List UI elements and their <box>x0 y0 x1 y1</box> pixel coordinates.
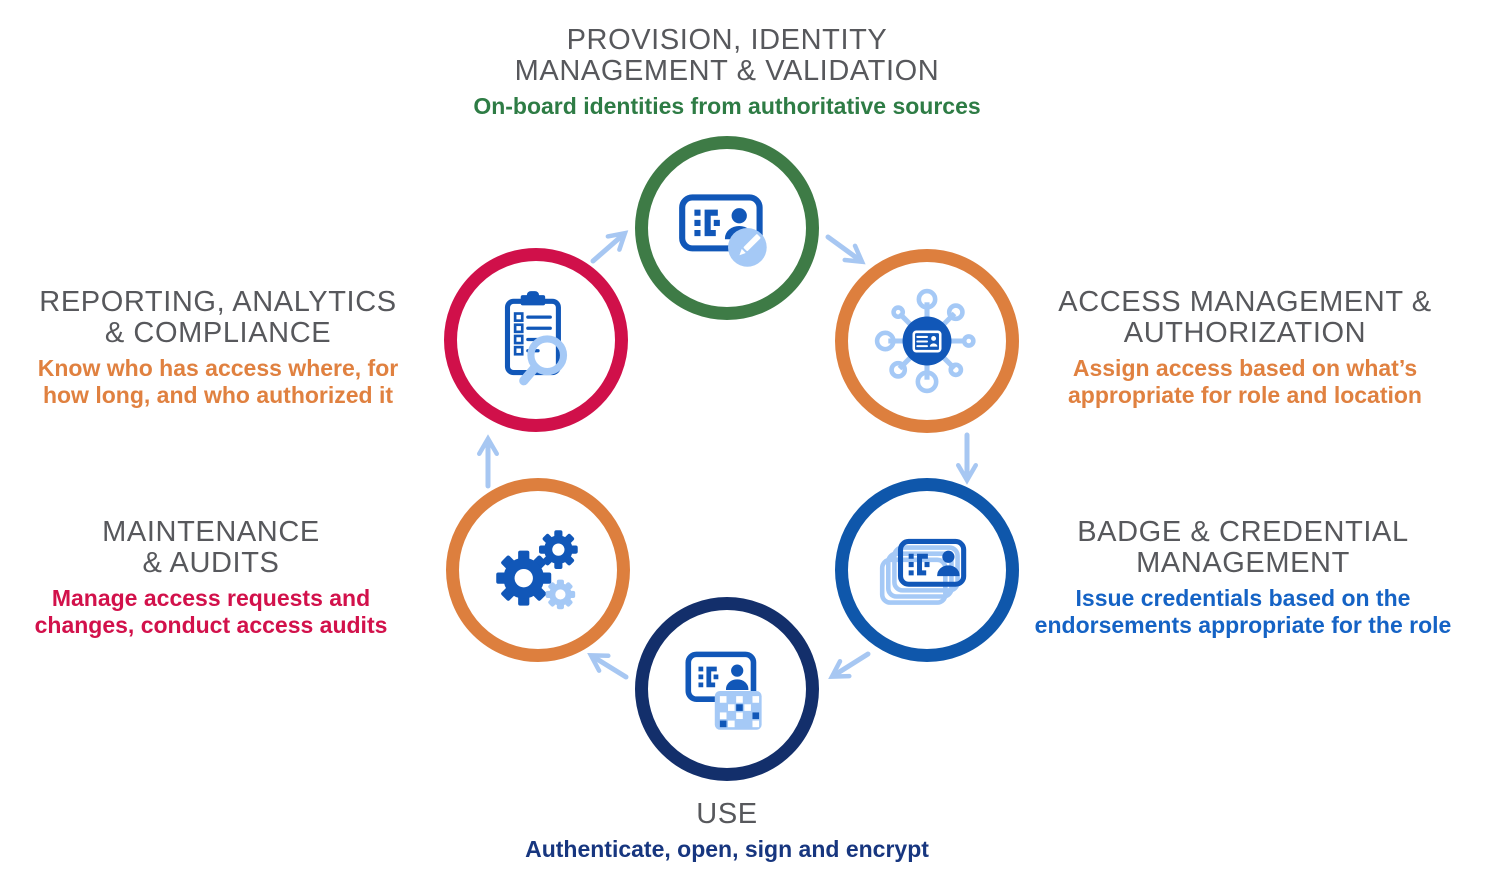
badge-label: BADGE & CREDENTIAL MANAGEMENT Issue cred… <box>1035 517 1452 639</box>
arrow-reporting-to-provision <box>590 230 629 264</box>
id-card-edit-icon <box>679 194 767 267</box>
access-label: ACCESS MANAGEMENT & AUTHORIZATION Assign… <box>1058 287 1431 409</box>
access-subtitle-line2: appropriate for role and location <box>1068 382 1422 408</box>
badge-subtitle-line1: Issue credentials based on the <box>1075 585 1411 611</box>
provision-circle <box>635 136 819 320</box>
maintenance-subtitle-line1: Manage access requests and <box>51 585 371 611</box>
maintenance-circle <box>446 478 630 662</box>
access-title-line1: ACCESS MANAGEMENT & <box>1058 286 1432 318</box>
maintenance-subtitle-line2: changes, conduct access audits <box>34 612 388 638</box>
badge-subtitle-line2: endorsements appropriate for the role <box>1034 612 1452 638</box>
arrow-provision-to-access <box>825 234 866 265</box>
provision-subtitle: On-board identities from authoritative s… <box>473 93 981 119</box>
maintenance-label: MAINTENANCE & AUDITS Manage access reque… <box>35 517 388 639</box>
badge-circle <box>835 478 1019 662</box>
gears-icon <box>496 530 578 610</box>
use-title: USE <box>696 798 758 830</box>
provision-title-line2: MANAGEMENT & VALIDATION <box>514 55 940 87</box>
reporting-title-line1: REPORTING, ANALYTICS <box>39 286 397 318</box>
access-title-line2: AUTHORIZATION <box>1123 317 1367 349</box>
access-circle <box>835 249 1019 433</box>
use-label: USE Authenticate, open, sign and encrypt <box>525 799 929 863</box>
card-stack-icon <box>879 538 967 605</box>
reporting-circle <box>444 248 628 432</box>
provision-title-line1: PROVISION, IDENTITY <box>566 24 888 56</box>
use-circle <box>635 597 819 781</box>
reporting-label: REPORTING, ANALYTICS & COMPLIANCE Know w… <box>38 287 398 409</box>
id-card-network-icon <box>874 288 976 394</box>
access-subtitle-line1: Assign access based on what’s <box>1072 355 1418 381</box>
badge-title-line1: BADGE & CREDENTIAL <box>1077 516 1409 548</box>
clipboard-magnifier-icon <box>504 291 568 386</box>
id-card-qr-icon <box>685 651 762 730</box>
reporting-subtitle-line1: Know who has access where, for <box>37 355 399 381</box>
reporting-title-line2: & COMPLIANCE <box>104 317 332 349</box>
arrow-use-to-maintenance <box>587 652 629 680</box>
badge-title-line2: MANAGEMENT <box>1136 547 1350 579</box>
maintenance-title-line2: & AUDITS <box>142 547 280 579</box>
arrow-badge-to-use <box>828 651 871 680</box>
maintenance-title-line1: MAINTENANCE <box>102 516 320 548</box>
provision-label: PROVISION, IDENTITY MANAGEMENT & VALIDAT… <box>473 25 980 120</box>
use-subtitle: Authenticate, open, sign and encrypt <box>525 836 929 862</box>
reporting-subtitle-line2: how long, and who authorized it <box>42 382 394 408</box>
